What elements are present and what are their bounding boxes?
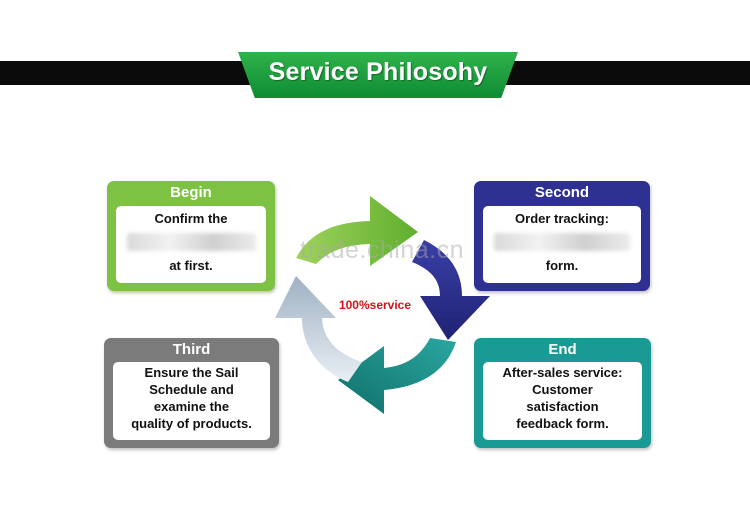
- card-second-line: Order tracking:: [515, 211, 609, 226]
- card-second-line: form.: [545, 258, 579, 273]
- blurred-text: [494, 233, 630, 251]
- card-second: Second Order tracking: form.: [474, 181, 650, 291]
- header-banner: [238, 52, 518, 98]
- card-end-line: After-sales service:: [502, 365, 623, 380]
- card-second-body: Order tracking: form.: [483, 206, 641, 283]
- card-begin-line: Confirm the: [154, 211, 228, 226]
- cycle-arrow-teal: [338, 338, 456, 414]
- card-third-line: quality of products.: [131, 416, 252, 431]
- blurred-text: [126, 233, 256, 251]
- card-begin-body: Confirm the at first.: [116, 206, 266, 283]
- card-end-body: After-sales service: Customer satisfacti…: [483, 362, 642, 440]
- card-end-line: Customer: [532, 382, 593, 397]
- card-end-line: feedback form.: [516, 416, 609, 431]
- card-third-title: Third: [172, 341, 211, 358]
- cycle-arrow-silver: [275, 276, 362, 382]
- card-end: End After-sales service: Customer satisf…: [474, 338, 651, 448]
- card-third-line: Schedule and: [149, 382, 234, 397]
- card-third: Third Ensure the Sail Schedule and exami…: [104, 338, 279, 448]
- card-begin: Begin Confirm the at first.: [107, 181, 275, 291]
- card-end-line: satisfaction: [526, 399, 599, 414]
- card-begin-line: at first.: [169, 258, 213, 273]
- card-begin-title: Begin: [170, 184, 212, 201]
- card-third-body: Ensure the Sail Schedule and examine the…: [113, 362, 270, 440]
- card-third-line: Ensure the Sail: [144, 365, 239, 380]
- card-third-line: examine the: [153, 399, 230, 414]
- watermark: trade.china.cn: [299, 236, 465, 264]
- page-title: Service Philosohy: [268, 58, 488, 86]
- center-label: 100%service: [338, 298, 412, 312]
- cycle-arrow-navy: [412, 240, 490, 340]
- cycle-arrow-green: [296, 196, 418, 266]
- card-end-title: End: [548, 341, 577, 358]
- card-second-title: Second: [534, 184, 590, 201]
